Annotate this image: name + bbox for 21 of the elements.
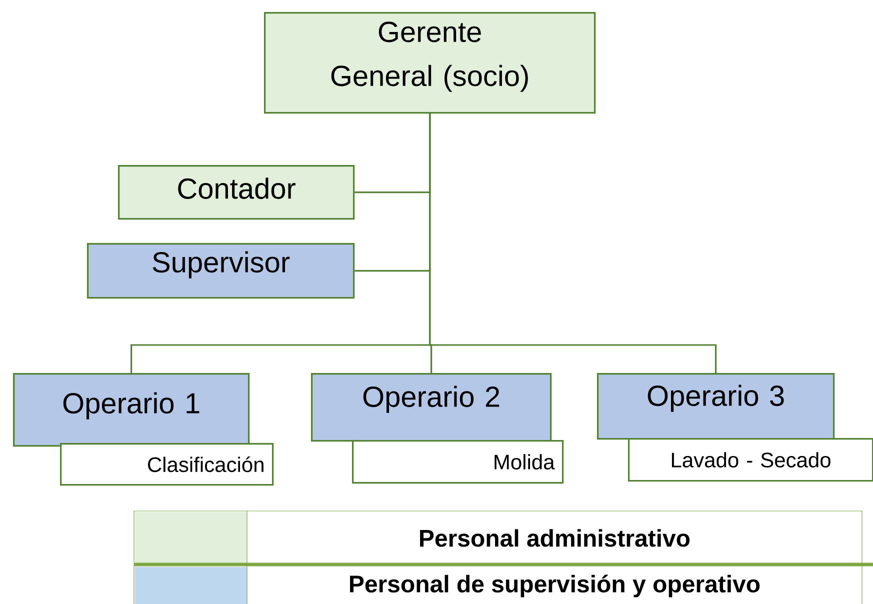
task-box	[60, 443, 274, 486]
role-box	[87, 243, 355, 299]
legend-text: Personal administrativo	[420, 529, 690, 547]
legend-text: Personal de supervisión y operativo	[350, 574, 760, 598]
node-label: Operario 2	[363, 386, 500, 413]
role-box	[118, 165, 355, 220]
node-label: Operario 1	[63, 392, 200, 420]
node-label: Operario 3	[648, 384, 784, 412]
node-label: Clasificación	[148, 456, 264, 472]
node-label: Supervisor	[152, 251, 290, 278]
node-label: Molida	[494, 454, 555, 470]
node-label: Contador	[178, 178, 296, 199]
role-box	[264, 12, 596, 114]
role-box	[311, 373, 552, 442]
role-box	[597, 373, 835, 440]
task-box	[628, 438, 873, 482]
node-label: Lavado - Secado	[672, 452, 830, 468]
node-label: Gerente General (socio)	[331, 22, 528, 92]
task-box	[352, 440, 564, 484]
role-box	[13, 373, 250, 447]
connector-line	[429, 114, 717, 373]
